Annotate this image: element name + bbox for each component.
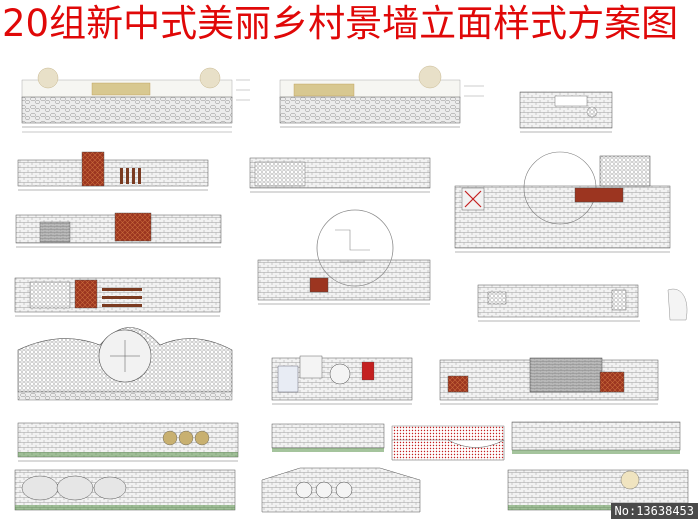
elevation-15 xyxy=(271,423,385,452)
elevation-3 xyxy=(519,91,613,133)
elevation-13 xyxy=(439,357,659,405)
elevation-20 xyxy=(507,469,689,511)
image-id-stamp: No:13638453 xyxy=(610,503,698,519)
elevation-4 xyxy=(17,151,209,191)
elevation-5 xyxy=(249,157,431,193)
elevation-17 xyxy=(511,421,681,454)
elevation-2 xyxy=(279,65,484,128)
elevation-11 xyxy=(17,327,233,401)
elevation-6 xyxy=(454,151,671,253)
elevation-10 xyxy=(477,284,688,322)
elevation-16 xyxy=(391,425,505,461)
elevation-14 xyxy=(17,422,239,462)
elevation-8 xyxy=(257,209,431,305)
elevation-9 xyxy=(14,277,221,317)
elevation-19 xyxy=(261,467,421,513)
elevation-18 xyxy=(14,469,236,511)
elevation-12 xyxy=(271,355,413,405)
page-title: 20组新中式美丽乡村景墙立面样式方案图 xyxy=(2,2,679,45)
elevation-1 xyxy=(21,67,250,133)
elevation-7 xyxy=(15,212,222,248)
